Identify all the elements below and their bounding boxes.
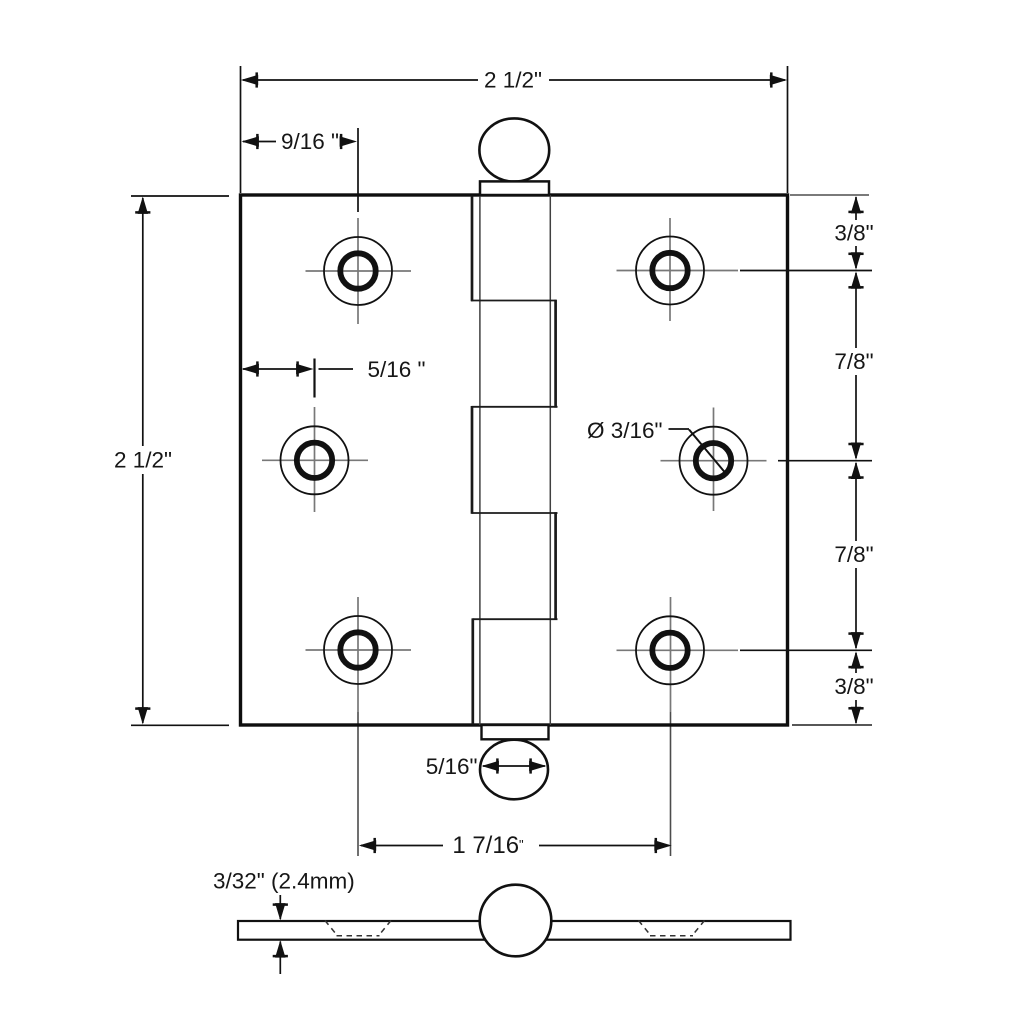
svg-text:3/8": 3/8" <box>834 221 873 246</box>
svg-text:2 1/2": 2 1/2" <box>114 448 172 473</box>
svg-text:7/8": 7/8" <box>834 349 873 374</box>
svg-text:5/16": 5/16" <box>426 754 478 779</box>
svg-text:9/16 ": 9/16 " <box>281 129 339 154</box>
svg-text:Ø 3/16": Ø 3/16" <box>587 418 663 443</box>
svg-text:2 1/2": 2 1/2" <box>484 68 542 93</box>
svg-text:3/8": 3/8" <box>834 674 873 699</box>
svg-text:7/8": 7/8" <box>834 542 873 567</box>
svg-text:1 7/16": 1 7/16" <box>452 832 524 859</box>
svg-text:3/32" (2.4mm): 3/32" (2.4mm) <box>213 869 355 894</box>
svg-text:5/16 ": 5/16 " <box>368 357 426 382</box>
